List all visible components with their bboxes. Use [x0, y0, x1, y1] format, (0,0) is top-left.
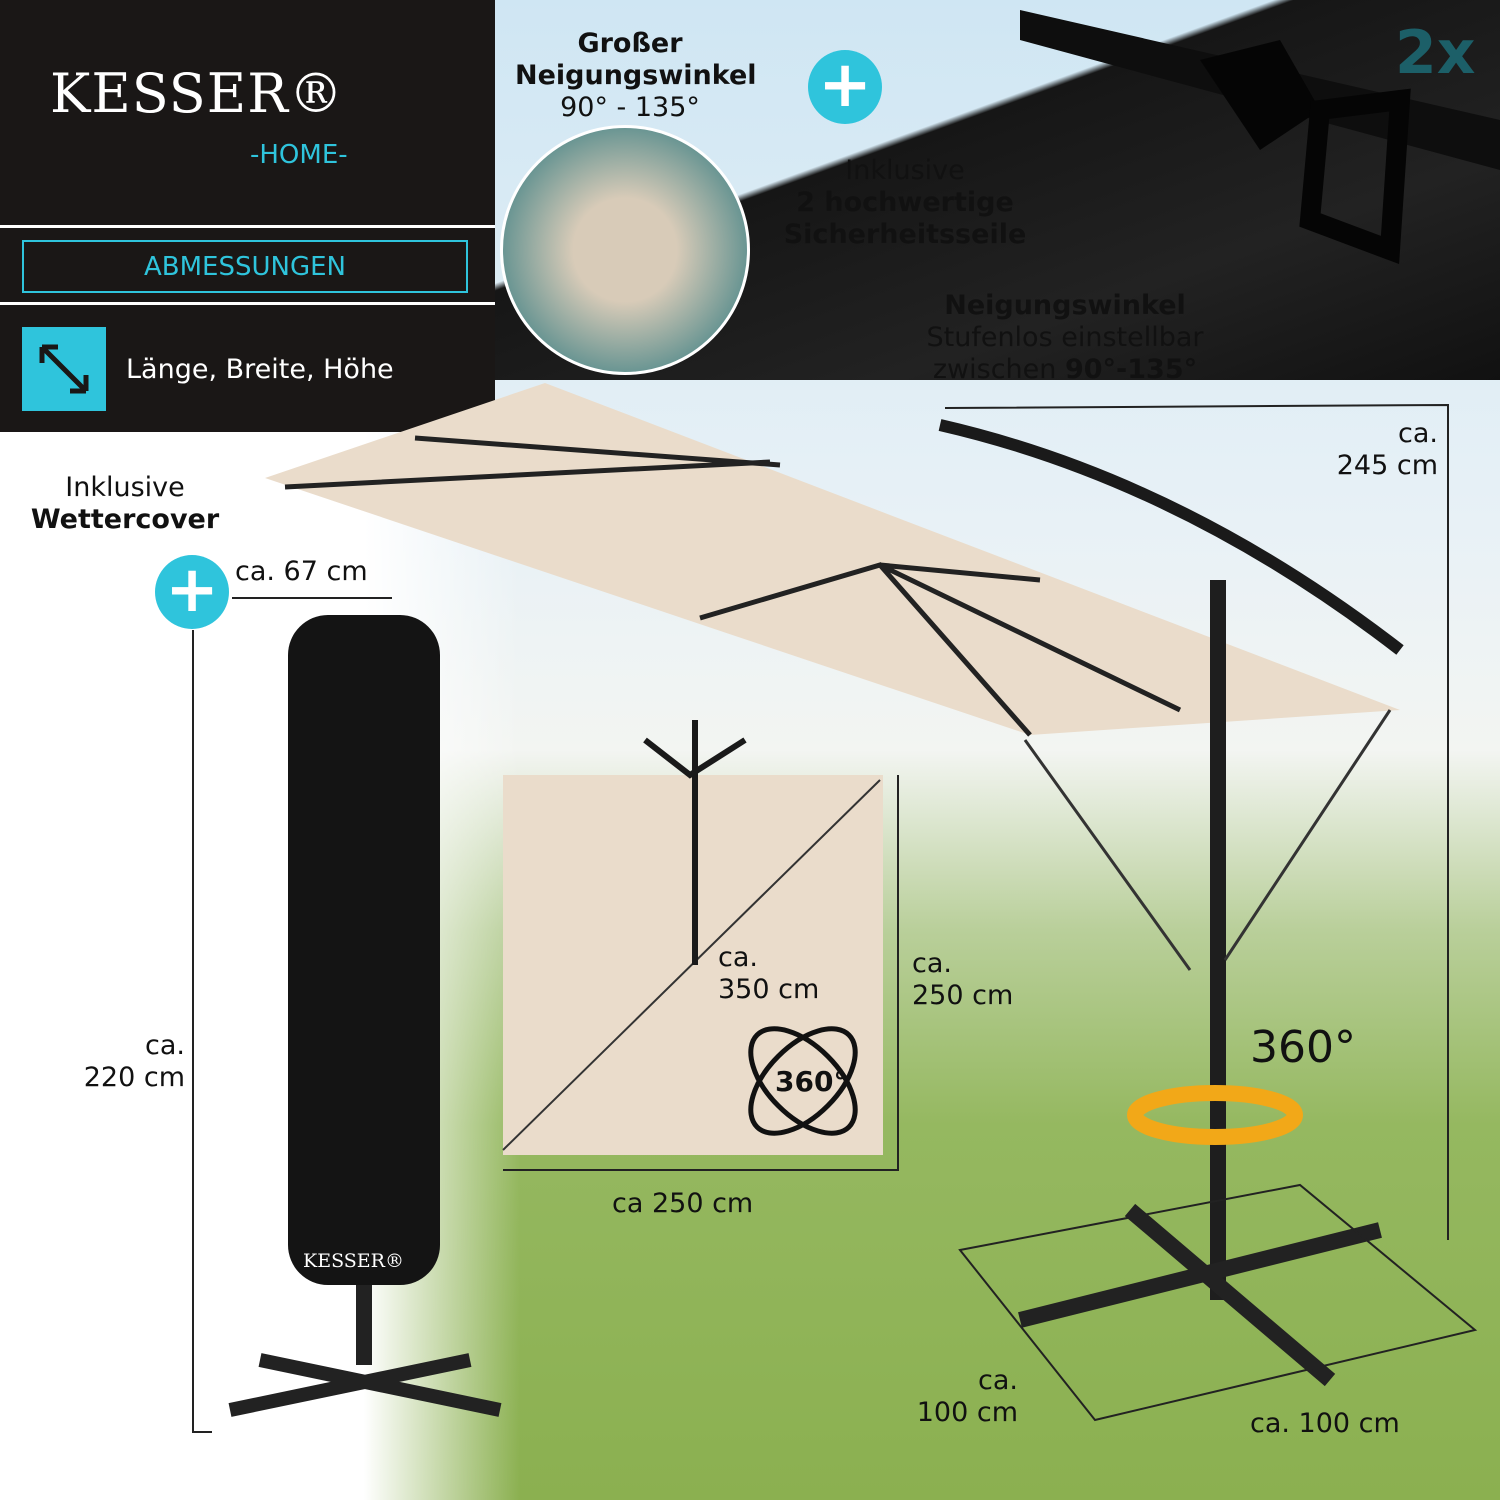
- dimensions-label: Länge, Breite, Höhe: [126, 354, 394, 385]
- cover-height: ca.220 cm: [70, 1030, 185, 1094]
- quantity-badge: 2x: [1395, 18, 1476, 88]
- tilt-info-range: 90°-135°: [1064, 354, 1198, 385]
- tilt-line3: 90° - 135°: [560, 92, 700, 123]
- ropes-line1: Inklusive: [845, 155, 965, 186]
- value: 245 cm: [1336, 450, 1438, 481]
- value: 250 cm: [912, 980, 1014, 1011]
- canopy-diagonal: ca.350 cm: [718, 942, 819, 1006]
- cover-text: Inklusive Wettercover: [20, 472, 230, 536]
- divider: [0, 302, 495, 305]
- base-depth: ca.100 cm: [900, 1365, 1018, 1429]
- tilt-line1: Großer: [577, 28, 683, 59]
- value: 350 cm: [718, 974, 820, 1005]
- value: 100 cm: [916, 1397, 1018, 1428]
- tilt-info-prefix: zwischen: [932, 354, 1065, 385]
- tilt-info: Neigungswinkel Stufenlos einstellbar zwi…: [910, 290, 1220, 386]
- cover-line2: Wettercover: [30, 504, 220, 535]
- umbrella-height: ca.245 cm: [1320, 418, 1438, 482]
- ropes-text: Inklusive 2 hochwertige Sicherheitsseile: [770, 155, 1040, 251]
- label: ca.: [978, 1365, 1018, 1396]
- tilt-detail-image: [500, 125, 750, 375]
- rope-clip-image: [1020, 10, 1500, 265]
- rotation-360-small: 360°: [775, 1065, 848, 1098]
- canopy-bottom: ca 250 cm: [612, 1188, 754, 1219]
- resize-arrows-icon: [22, 327, 106, 411]
- tilt-feature: Großer Neigungswinkel 90° - 135°: [515, 28, 757, 124]
- tilt-info-title: Neigungswinkel: [944, 290, 1186, 321]
- rotation-icon: [748, 1026, 858, 1136]
- label: ca.: [912, 948, 952, 979]
- brand-sub: -HOME-: [250, 140, 348, 170]
- section-label: ABMESSUNGEN: [22, 240, 468, 293]
- tilt-info-line2: Stufenlos einstellbar: [926, 322, 1204, 353]
- plus-icon: +: [808, 50, 882, 124]
- label: ca.: [718, 942, 758, 973]
- ropes-line3: Sicherheitsseile: [783, 219, 1027, 250]
- cover-line1: Inklusive: [65, 472, 185, 503]
- rotation-360-large: 360°: [1250, 1022, 1356, 1073]
- divider: [0, 225, 495, 228]
- value: 220 cm: [83, 1062, 185, 1093]
- base-width: ca. 100 cm: [1250, 1408, 1400, 1439]
- plus-icon: +: [155, 555, 229, 629]
- tilt-line2: Neigungswinkel: [515, 60, 757, 91]
- cover-brand: KESSER®: [303, 1250, 404, 1272]
- label: ca.: [145, 1030, 185, 1061]
- label: ca.: [1398, 418, 1438, 449]
- brand-logo: KESSER®: [50, 62, 344, 125]
- cover-width: ca. 67 cm: [235, 556, 368, 587]
- canopy-side: ca.250 cm: [912, 948, 1013, 1012]
- ropes-line2: 2 hochwertige: [796, 187, 1014, 218]
